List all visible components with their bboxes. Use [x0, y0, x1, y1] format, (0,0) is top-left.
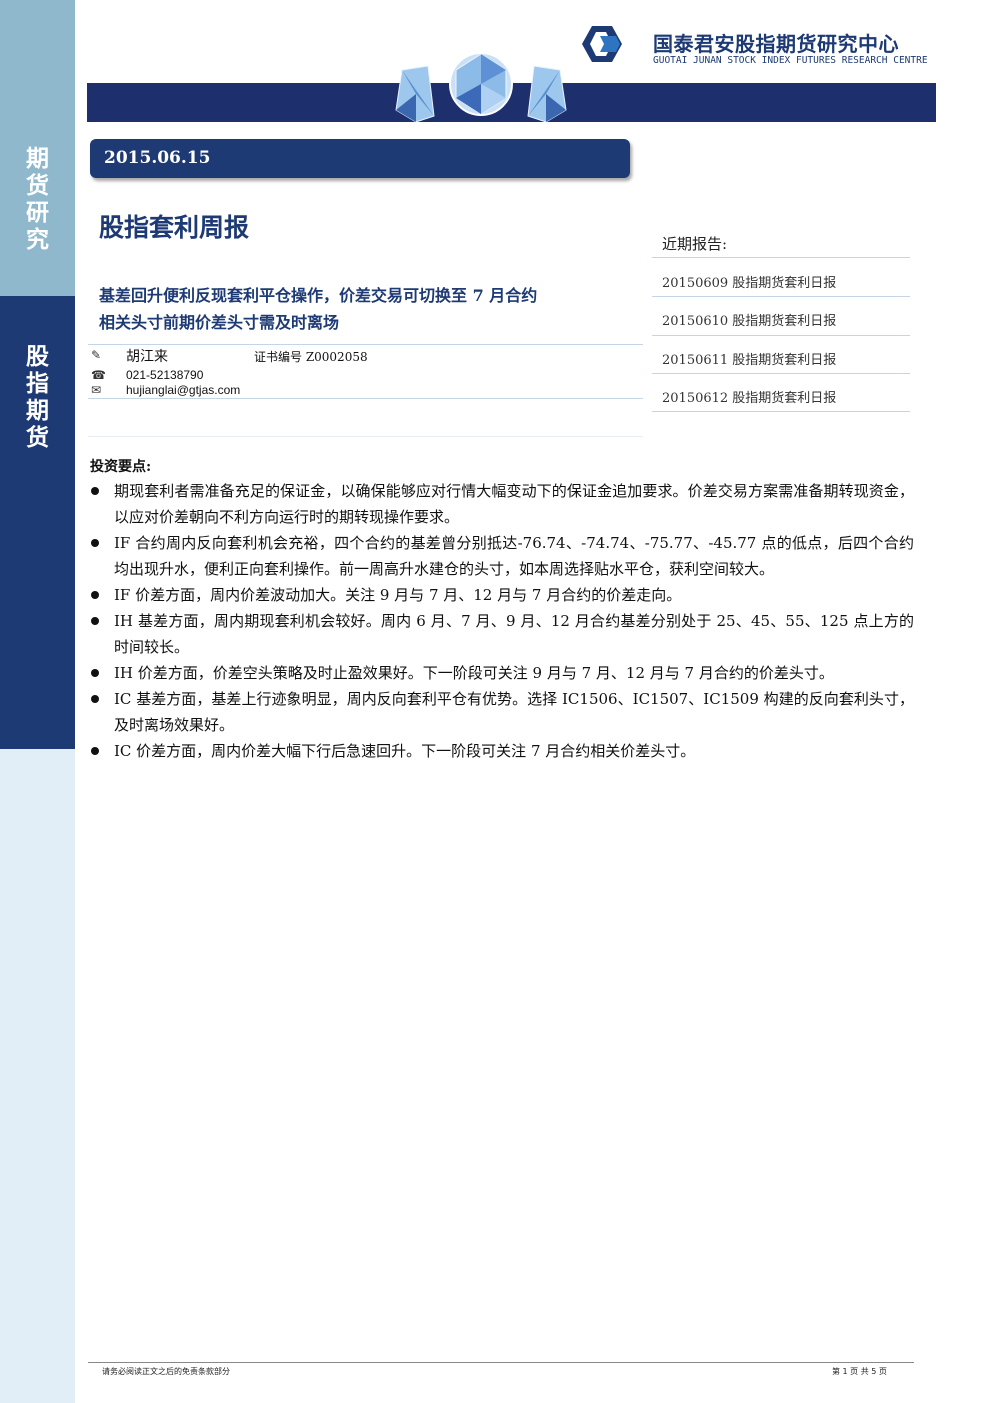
- author-cert: 证书编号 Z0002058: [254, 350, 368, 364]
- recent-divider: [652, 373, 910, 374]
- list-item: IC 基差方面，基差上行迹象明显，周内反向套利平仓有优势。选择 IC1506、I…: [88, 686, 914, 738]
- company-name-cn: 国泰君安股指期货研究中心: [653, 32, 899, 56]
- report-title: 股指套利周报: [99, 213, 250, 242]
- phone-icon: ☎: [91, 368, 106, 382]
- bullet-icon: [91, 747, 99, 755]
- list-item: IF 合约周内反向套利机会充裕，四个合约的基差曾分别抵达-76.74、-74.7…: [88, 530, 914, 582]
- pen-icon: ✎: [91, 348, 102, 362]
- investment-points-label: 投资要点:: [90, 459, 152, 475]
- author-email[interactable]: hujianglai@gtjas.com: [126, 383, 241, 397]
- report-date: 2015.06.15: [104, 148, 211, 168]
- recent-reports-title: 近期报告:: [662, 235, 728, 253]
- report-subtitle-line1: 基差回升便利反现套利平仓操作，价差交易可切换至 7 月合约: [99, 286, 538, 305]
- author-phone: 021-52138790: [126, 368, 204, 382]
- recent-divider: [652, 296, 910, 297]
- sidebar-top-block: [0, 0, 75, 296]
- sidebar-middle-block: [0, 296, 75, 749]
- company-logo-icon: [582, 26, 622, 62]
- author-bottom-divider: [88, 398, 643, 399]
- company-name-en: GUOTAI JUNAN STOCK INDEX FUTURES RESEARC…: [653, 55, 928, 66]
- list-item: IF 价差方面，周内价差波动加大。关注 9 月与 7 月、12 月与 7 月合约…: [88, 582, 914, 608]
- report-subtitle-line2: 相关头寸前期价差头寸需及时离场: [99, 313, 340, 332]
- sidebar-category-label: 期货研究: [26, 146, 49, 253]
- investment-points-list: 期现套利者需准备充足的保证金，以确保能够应对行情大幅变动下的保证金追加要求。价差…: [88, 478, 914, 764]
- bullet-icon: [91, 487, 99, 495]
- bullet-icon: [91, 617, 99, 625]
- recent-divider: [652, 335, 910, 336]
- email-icon: ✉: [91, 383, 102, 397]
- recent-report-item[interactable]: 20150611 股指期货套利日报: [662, 353, 837, 368]
- recent-divider: [652, 257, 910, 258]
- page-number: 第 1 页 共 5 页: [832, 1367, 887, 1376]
- bullet-icon: [91, 695, 99, 703]
- recent-report-item[interactable]: 20150609 股指期货套利日报: [662, 276, 837, 291]
- footer-divider: [88, 1362, 914, 1363]
- recent-report-item[interactable]: 20150612 股指期货套利日报: [662, 391, 837, 406]
- bullet-icon: [91, 669, 99, 677]
- author-name: 胡江来: [126, 349, 168, 365]
- diamond-decoration-icon: [395, 52, 567, 123]
- recent-divider: [652, 411, 910, 412]
- list-item: IH 基差方面，周内期现套利机会较好。周内 6 月、7 月、9 月、12 月合约…: [88, 608, 914, 660]
- footer-disclaimer: 请务必阅读正文之后的免责条款部分: [102, 1367, 230, 1376]
- bullet-icon: [91, 539, 99, 547]
- list-item: IC 价差方面，周内价差大幅下行后急速回升。下一阶段可关注 7 月合约相关价差头…: [88, 738, 914, 764]
- recent-report-item[interactable]: 20150610 股指期货套利日报: [662, 314, 837, 329]
- list-item: 期现套利者需准备充足的保证金，以确保能够应对行情大幅变动下的保证金追加要求。价差…: [88, 478, 914, 530]
- author-top-divider: [88, 344, 643, 345]
- sidebar-section-label: 股指期货: [26, 344, 49, 451]
- section-divider: [88, 436, 643, 437]
- date-bar: 2015.06.15: [90, 139, 630, 178]
- list-item: IH 价差方面，价差空头策略及时止盈效果好。下一阶段可关注 9 月与 7 月、1…: [88, 660, 914, 686]
- bullet-icon: [91, 591, 99, 599]
